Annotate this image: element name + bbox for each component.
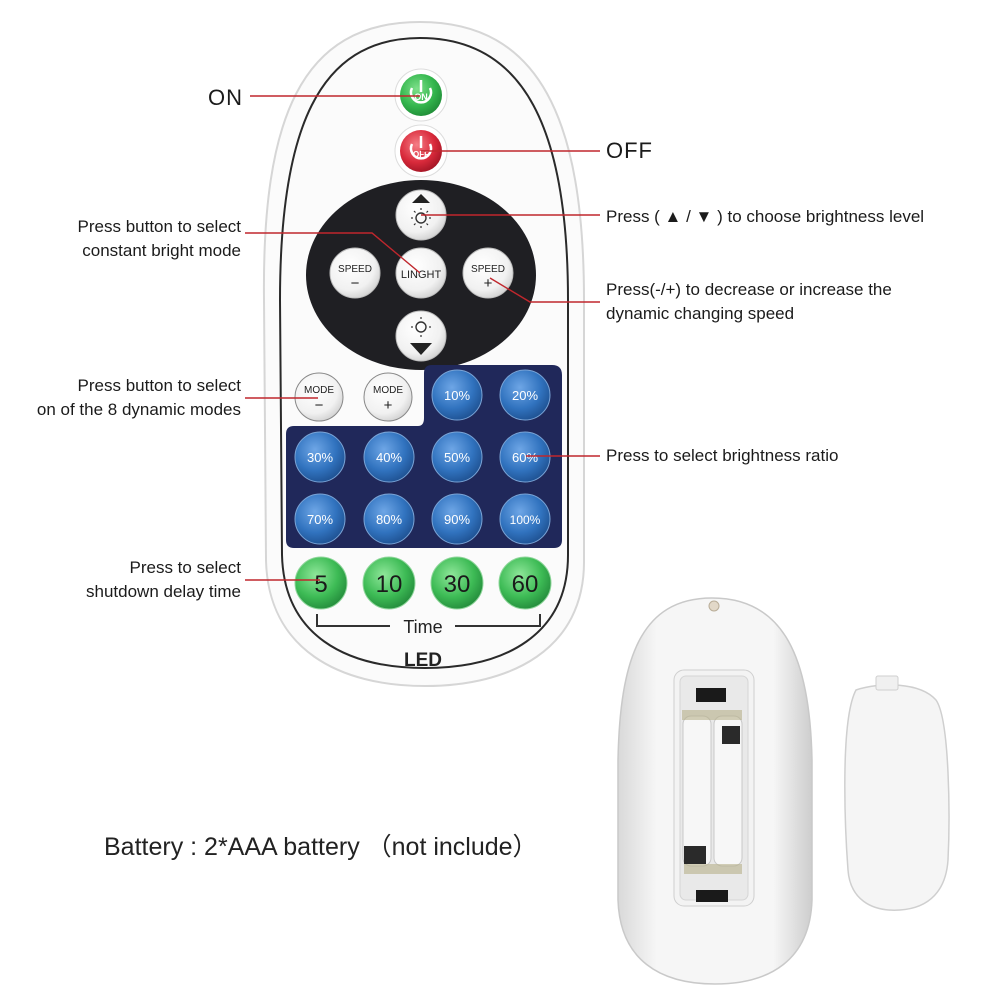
callout-dynamic-modes: Press button to select on of the 8 dynam…	[20, 374, 241, 422]
speed-minus-button[interactable]: SPEED −	[329, 247, 381, 299]
mode-plus-button[interactable]: MODE +	[363, 372, 413, 422]
sun-icon	[415, 212, 427, 224]
callout-line-speed	[489, 277, 600, 303]
speed-minus-sign: −	[351, 275, 360, 292]
battery-slot-left	[682, 715, 712, 867]
brightness-50-button[interactable]: 50%	[431, 431, 483, 483]
mode-minus-button[interactable]: MODE −	[294, 372, 344, 422]
brightness-20-label: 20%	[512, 388, 538, 403]
callout-brightness-level: Press ( ▲ / ▼ ) to choose brightness lev…	[606, 207, 925, 226]
mode-minus-label: MODE	[304, 385, 334, 396]
brightness-30-button[interactable]: 30%	[294, 431, 346, 483]
callout-line-light	[245, 232, 421, 274]
callout-lines	[245, 95, 600, 581]
brightness-60-button[interactable]: 60%	[499, 431, 551, 483]
brightness-panel	[286, 365, 562, 548]
battery-note: Battery : 2*AAA battery （not include）	[104, 833, 538, 861]
sun-icon	[415, 321, 427, 333]
callout-constant-mode: Press button to select constant bright m…	[40, 215, 241, 263]
brightness-70-button[interactable]: 70%	[294, 493, 346, 545]
brightness-20-button[interactable]: 20%	[499, 369, 551, 421]
power-icon	[409, 87, 433, 104]
brightness-100-button[interactable]: 100%	[499, 493, 551, 545]
brightness-10-button[interactable]: 10%	[431, 369, 483, 421]
callout-constant-line1: Press button to select	[77, 217, 241, 236]
on-button-label: ON	[414, 92, 428, 102]
timer-10-button[interactable]: 10	[362, 556, 416, 610]
battery-cover	[844, 675, 950, 911]
brightness-10-label: 10%	[444, 388, 470, 403]
callout-off: OFF	[606, 138, 653, 163]
brightness-70-label: 70%	[307, 512, 333, 527]
light-button[interactable]: LINGHT	[395, 247, 447, 299]
speed-plus-button[interactable]: SPEED +	[462, 247, 514, 299]
arrow-down-icon	[410, 343, 432, 355]
led-indicator	[708, 600, 720, 612]
callout-speed-line2: dynamic changing speed	[606, 304, 795, 323]
on-button[interactable]: ON	[394, 68, 448, 122]
brand-label: LED	[404, 650, 442, 671]
brightness-90-button[interactable]: 90%	[431, 493, 483, 545]
timer-5-button[interactable]: 5	[294, 556, 348, 610]
callout-dynamic-line1: Press button to select	[77, 376, 241, 395]
time-label: Time	[403, 617, 442, 637]
brightness-40-label: 40%	[376, 450, 402, 465]
brightness-30-label: 30%	[307, 450, 333, 465]
power-icon	[409, 143, 433, 160]
callout-brightness-ratio: Press to select brightness ratio	[606, 446, 839, 465]
brightness-down-button[interactable]	[395, 310, 447, 362]
timer-60-button[interactable]: 60	[498, 556, 552, 610]
timer-60-label: 60	[512, 571, 539, 598]
callout-shutdown: Press to select shutdown delay time	[40, 556, 241, 604]
timer-30-button[interactable]: 30	[430, 556, 484, 610]
callout-dynamic-line2: on of the 8 dynamic modes	[36, 400, 241, 419]
speed-plus-label: SPEED	[471, 264, 505, 275]
speed-plus-sign: +	[484, 275, 493, 292]
timer-30-label: 30	[444, 571, 471, 598]
arrow-up-icon	[412, 194, 430, 203]
brightness-60-label: 60%	[512, 450, 538, 465]
mode-plus-sign: +	[384, 397, 393, 414]
timer-10-label: 10	[376, 571, 403, 598]
time-bracket	[316, 614, 541, 627]
remote-inner-border	[278, 36, 569, 670]
timer-5-label: 5	[314, 571, 327, 598]
callout-speed-line1: Press(-/+) to decrease or increase the	[606, 280, 892, 299]
speed-minus-label: SPEED	[338, 264, 372, 275]
off-button-label: OFF	[413, 150, 429, 159]
brightness-40-button[interactable]: 40%	[363, 431, 415, 483]
callout-constant-line2: constant bright mode	[82, 241, 241, 260]
brightness-80-button[interactable]: 80%	[363, 493, 415, 545]
mode-plus-label: MODE	[373, 385, 403, 396]
callout-shutdown-line1: Press to select	[129, 558, 242, 577]
brightness-80-label: 80%	[376, 512, 402, 527]
callout-on: ON	[208, 85, 243, 110]
callout-shutdown-line2: shutdown delay time	[86, 582, 241, 601]
callout-speed: Press(-/+) to decrease or increase the d…	[606, 278, 892, 326]
brightness-100-label: 100%	[510, 513, 541, 527]
brightness-50-label: 50%	[444, 450, 470, 465]
remote-back	[617, 597, 813, 985]
brightness-90-label: 90%	[444, 512, 470, 527]
remote-front: ON OFF	[262, 20, 586, 688]
mode-minus-sign: −	[315, 397, 324, 414]
light-button-label: LINGHT	[401, 269, 442, 281]
